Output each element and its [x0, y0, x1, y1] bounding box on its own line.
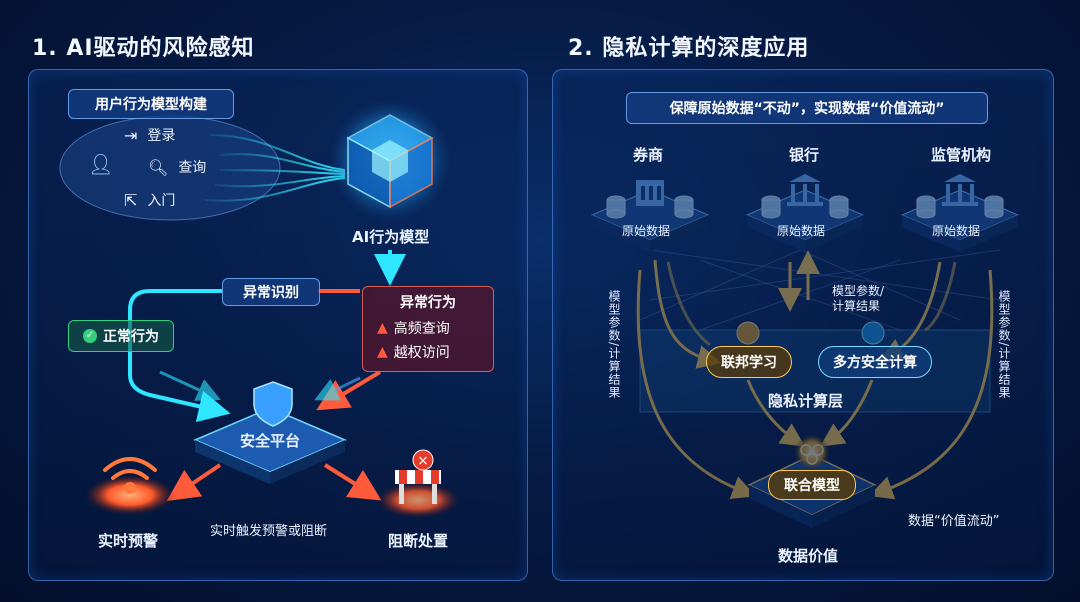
- institution-broker: 券商: [633, 144, 663, 165]
- block-label: 阻断处置: [388, 530, 448, 551]
- action-login: ⇥ 登录: [124, 125, 175, 145]
- warning-icon: ▲: [377, 344, 388, 360]
- entry-icon: ⇱: [124, 191, 137, 210]
- warning-icon: ▲: [377, 320, 388, 336]
- action-entry: ⇱ 入门: [124, 190, 175, 210]
- data-value-label: 数据价值: [778, 545, 838, 566]
- abnormal-behavior-title: 异常行为: [363, 292, 493, 312]
- center-param-label-2: 计算结果: [832, 297, 880, 314]
- user-icon: 👤︎: [88, 152, 113, 176]
- security-platform-label: 安全平台: [240, 430, 300, 451]
- vertical-label-right: 模型参数/计算结果: [996, 290, 1013, 399]
- raw-data-broker: 原始数据: [622, 222, 670, 239]
- institution-regulator: 监管机构: [931, 144, 991, 165]
- federated-learning-node: 联邦学习: [706, 346, 792, 378]
- search-icon: 🔍︎: [148, 158, 168, 177]
- raw-data-regulator: 原始数据: [932, 222, 980, 239]
- action-query: 🔍︎ 查询: [148, 157, 206, 177]
- abnormal-item-unauthorized: ▲ 越权访问: [377, 342, 493, 362]
- value-flow-label: 数据“价值流动”: [908, 510, 999, 529]
- vertical-label-left: 模型参数/计算结果: [606, 290, 623, 399]
- raw-data-bank: 原始数据: [777, 222, 825, 239]
- privacy-layer-label: 隐私计算层: [768, 390, 843, 411]
- anomaly-detect-label: 异常识别: [222, 278, 320, 306]
- realtime-alert-label: 实时预警: [98, 530, 158, 551]
- trigger-label: 实时触发预警或阻断: [210, 520, 327, 539]
- right-section-title: 2. 隐私计算的深度应用: [568, 30, 809, 62]
- abnormal-behavior-box: 异常行为 ▲ 高频查询 ▲ 越权访问: [362, 286, 494, 372]
- ai-model-label: AI行为模型: [352, 226, 429, 247]
- institution-bank: 银行: [789, 144, 819, 165]
- joint-model-node: 联合模型: [768, 470, 856, 500]
- user-model-label: 用户行为模型构建: [68, 89, 234, 119]
- normal-behavior-badge: ✓ 正常行为: [68, 320, 174, 352]
- abnormal-item-high-freq: ▲ 高频查询: [377, 318, 493, 338]
- banner: 保障原始数据“不动”，实现数据“价值流动”: [626, 92, 988, 124]
- svg-text:×: ×: [417, 453, 429, 469]
- login-icon: ⇥: [124, 126, 137, 145]
- check-icon: ✓: [83, 329, 97, 343]
- mpc-node: 多方安全计算: [818, 346, 932, 378]
